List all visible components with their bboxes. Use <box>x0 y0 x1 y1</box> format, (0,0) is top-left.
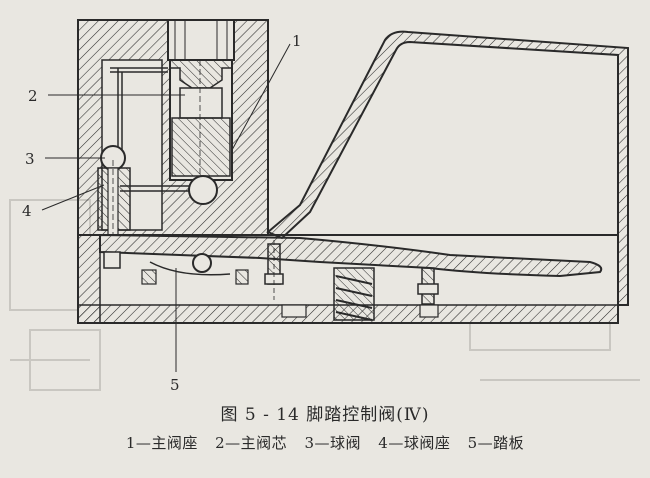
pedal-cover <box>266 30 629 306</box>
callout-3: 3 <box>25 150 35 168</box>
main-valve-spool <box>169 59 233 180</box>
callout-1: 1 <box>292 32 302 50</box>
legend-item-ball-valve-seat: 4—球阀座 <box>378 434 451 452</box>
return-spring <box>333 267 375 321</box>
pedal <box>99 233 603 278</box>
leader-lines <box>41 43 291 372</box>
figure-legend: 1—主阀座 2—主阀芯 3—球阀 4—球阀座 5—踏板 <box>0 432 650 453</box>
ball-valve-seat <box>97 160 131 290</box>
callout-4: 4 <box>22 202 32 220</box>
legend-item-pedal: 5—踏板 <box>467 434 525 452</box>
legend-item-main-valve-seat: 1—主阀座 <box>125 434 198 452</box>
callout-2: 2 <box>28 87 38 105</box>
legend-item-main-valve-spool: 2—主阀芯 <box>215 434 288 452</box>
figure-title: 图 5 - 14 脚踏控制阀(Ⅳ) <box>220 405 430 425</box>
callout-5: 5 <box>170 376 180 394</box>
legend-item-ball-valve: 3—球阀 <box>304 434 362 452</box>
adjusting-screw <box>103 240 439 305</box>
